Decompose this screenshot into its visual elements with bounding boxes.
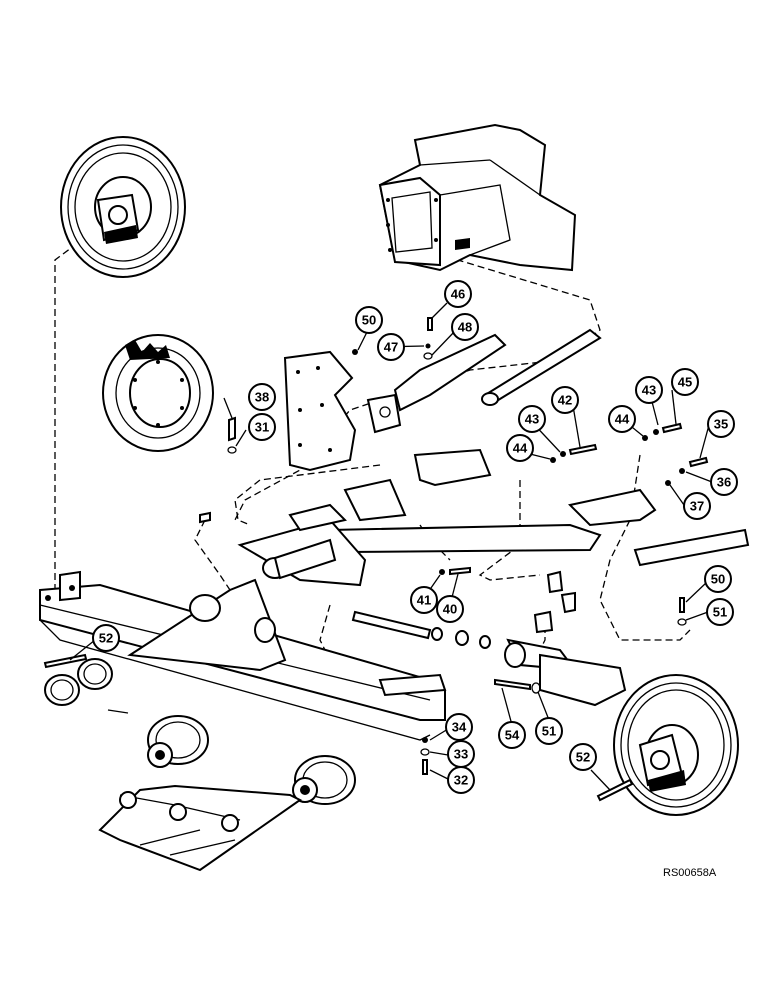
callout-31: 31 [248,413,276,441]
callout-37: 37 [683,492,711,520]
callout-label: 43 [642,383,656,398]
idler-wheel-top-left [60,136,186,278]
callout-35: 35 [707,410,735,438]
callout-50: 50 [355,306,383,334]
callout-48: 48 [451,313,479,341]
callout-label: 40 [443,602,457,617]
callout-32: 32 [447,766,475,794]
callout-label: 51 [542,724,556,739]
callout-label: 42 [558,393,572,408]
callout-52: 52 [569,743,597,771]
pivot-pin [351,610,491,649]
callout-label: 44 [513,441,528,456]
cylinder-assembly [237,503,367,587]
callout-label: 46 [451,287,465,302]
callout-label: 50 [362,313,376,328]
sprocket-rim [102,334,214,452]
callout-label: 52 [99,631,113,646]
callout-43: 43 [518,405,546,433]
callout-45: 45 [671,368,699,396]
track-rollers [147,715,356,805]
track-frame [39,570,447,741]
callout-label: 47 [384,340,398,355]
callout-label: 51 [713,605,727,620]
tie-rod [328,478,602,554]
callout-40: 40 [436,595,464,623]
callout-label: 33 [454,747,468,762]
callout-group: 46 50 47 48 38 31 43 45 [92,280,738,794]
angle-bracket [366,333,507,434]
track-chain [98,784,302,872]
callout-51: 51 [535,717,563,745]
callout-43: 43 [635,376,663,404]
callout-label: 38 [255,390,269,405]
callout-label: 35 [714,417,728,432]
callout-42: 42 [551,386,579,414]
callout-34: 34 [445,713,473,741]
callout-label: 41 [417,593,431,608]
callout-41: 41 [410,586,438,614]
callout-52: 52 [92,624,120,652]
callout-label: 32 [454,773,468,788]
right-brackets [413,448,750,567]
callout-label: 43 [525,412,539,427]
mounting-plate [283,350,357,472]
callout-33: 33 [447,740,475,768]
callout-label: 44 [615,412,630,427]
callout-51: 51 [706,598,734,626]
callout-50: 50 [704,565,732,593]
callout-label: 37 [690,499,704,514]
tube-bracket [504,570,627,707]
callout-38: 38 [248,383,276,411]
callout-label: 48 [458,320,472,335]
callout-44: 44 [506,434,534,462]
frame-housing [378,123,577,272]
hardware-fasteners [43,317,709,802]
callout-label: 31 [255,420,269,435]
leader-lines [69,302,713,791]
callout-54: 54 [498,721,526,749]
callout-label: 50 [711,572,725,587]
callout-47: 47 [377,333,405,361]
callout-44: 44 [608,405,636,433]
drive-shaft [481,328,602,406]
callout-label: 36 [717,475,731,490]
callout-36: 36 [710,468,738,496]
bushings [44,658,129,714]
callout-46: 46 [444,280,472,308]
callout-label: 34 [452,720,467,735]
reference-code: RS00658A [663,867,717,879]
callout-label: 45 [678,375,692,390]
callout-label: 54 [505,728,520,743]
callout-label: 52 [576,750,590,765]
idler-wheel-bottom-right [613,674,739,816]
